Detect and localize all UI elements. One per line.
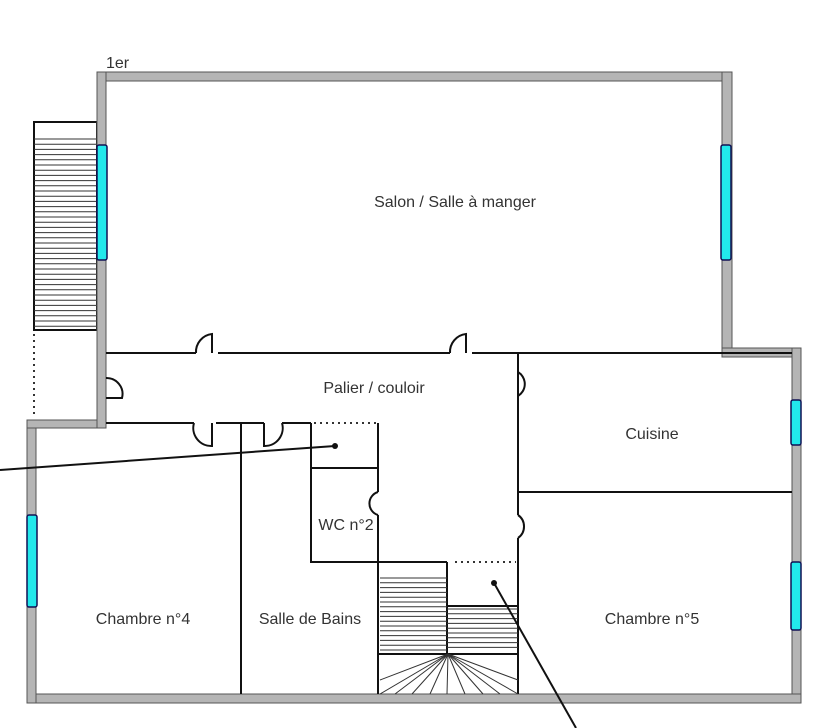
- external-staircase: [33, 121, 98, 331]
- room-label-cuisine: Cuisine: [625, 426, 678, 443]
- window: [790, 561, 802, 631]
- interior-walls: [105, 332, 792, 694]
- stair-tread: [379, 653, 449, 681]
- stair-tread: [379, 653, 449, 695]
- stair-tread: [429, 653, 449, 695]
- stair-tread: [446, 653, 449, 695]
- stair-tread: [447, 653, 501, 695]
- window: [96, 144, 108, 261]
- stair-tread: [447, 653, 484, 695]
- room-label-wc: WC n°2: [318, 517, 373, 534]
- room-label-chambre4: Chambre n°4: [96, 611, 191, 628]
- stair-tread: [447, 653, 519, 695]
- room-label-salon: Salon / Salle à manger: [374, 194, 537, 211]
- window: [720, 144, 732, 261]
- internal-staircase: [378, 562, 519, 695]
- window: [26, 514, 38, 608]
- stair-tread: [394, 653, 449, 695]
- stair-tread: [411, 653, 449, 695]
- floor-label: 1er: [106, 55, 130, 72]
- stair-tread: [447, 653, 466, 695]
- room-label-salle-de-bains: Salle de Bains: [259, 611, 361, 628]
- annotation-pointer: [0, 443, 577, 728]
- stair-tread: [447, 653, 519, 681]
- room-label-palier: Palier / couloir: [323, 380, 425, 397]
- room-label-chambre5: Chambre n°5: [605, 611, 700, 628]
- window: [790, 399, 802, 446]
